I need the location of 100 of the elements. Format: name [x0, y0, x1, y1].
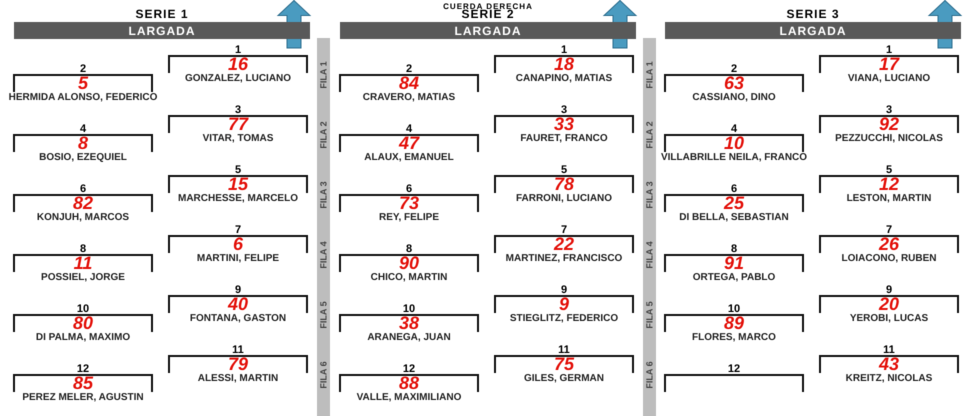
bar-title: LARGADA — [128, 24, 196, 38]
car-number: 17 — [878, 56, 900, 73]
position-number: 2 — [80, 63, 86, 75]
driver-name: KONJUH, MARCOS — [36, 212, 130, 224]
position-number: 1 — [886, 44, 892, 56]
driver-name: DI BELLA, SEBASTIAN — [679, 212, 789, 224]
car-number: 33 — [554, 116, 574, 133]
car-number: 38 — [398, 315, 420, 332]
car-number: 11 — [74, 255, 92, 272]
driver-name: YEROBI, LUCAS — [850, 313, 928, 325]
position-number: 10 — [728, 303, 740, 315]
driver-name: POSSIEL, JORGE — [41, 272, 125, 284]
row-label: FILA 1 — [644, 60, 656, 91]
position-number: 7 — [560, 224, 568, 236]
car-number: 88 — [398, 375, 420, 392]
car-number: 25 — [724, 195, 744, 212]
car-number: 92 — [878, 116, 900, 133]
position-number: 5 — [234, 164, 242, 176]
driver-name: GONZALEZ, LUCIANO — [184, 73, 292, 85]
position-number: 6 — [80, 183, 86, 195]
row-label: FILA 2 — [644, 120, 656, 151]
driver-name: VILLABRILLE NEILA, FRANCO — [660, 152, 808, 164]
car-number: 12 — [878, 176, 900, 193]
position-number: 7 — [234, 224, 242, 236]
car-number: 91 — [724, 255, 744, 272]
driver-name: FARRONI, LUCIANO — [516, 193, 612, 205]
row-label: FILA 3 — [644, 180, 656, 211]
position-number: 4 — [80, 123, 86, 135]
driver-name: VITAR, TOMAS — [202, 133, 274, 145]
car-number: 20 — [878, 296, 900, 313]
series-title: SERIE 3 — [786, 7, 840, 21]
car-number: 75 — [554, 356, 574, 373]
driver-name: REY, FELIPE — [378, 212, 439, 224]
driver-name: MARTINEZ, FRANCISCO — [506, 253, 622, 265]
row-label: FILA 4 — [318, 240, 330, 271]
position-number: 8 — [80, 243, 86, 255]
car-number: 63 — [724, 75, 744, 92]
position-number: 9 — [234, 284, 242, 296]
car-number: 5 — [78, 75, 88, 92]
car-number: 16 — [228, 56, 248, 73]
car-number: 89 — [724, 315, 744, 332]
driver-name: CANAPINO, MATIAS — [516, 73, 612, 85]
driver-name: ARANEGA, JUAN — [367, 332, 451, 344]
car-number: 77 — [228, 116, 248, 133]
row-label: FILA 1 — [318, 60, 330, 91]
car-number: 84 — [398, 75, 420, 92]
car-number: 40 — [228, 296, 248, 313]
car-number: 73 — [398, 195, 420, 212]
driver-name: DI PALMA, MAXIMO — [36, 332, 130, 344]
driver-name: STIEGLITZ, FEDERICO — [510, 313, 618, 325]
driver-name: PEREZ MELER, AGUSTIN — [22, 392, 144, 404]
row-label: FILA 6 — [644, 360, 656, 391]
position-number: 9 — [886, 284, 892, 296]
car-number: 8 — [78, 135, 88, 152]
driver-name: VIANA, LUCIANO — [848, 73, 930, 85]
car-number: 47 — [398, 135, 420, 152]
driver-name: CRAVERO, MATIAS — [362, 92, 456, 104]
header-bar — [14, 22, 310, 39]
position-number: 9 — [560, 284, 568, 296]
position-number: 8 — [406, 243, 412, 255]
position-number: 12 — [728, 363, 740, 375]
driver-name: FONTANA, GASTON — [190, 313, 286, 325]
position-number: 11 — [558, 344, 570, 356]
header-bar — [340, 22, 636, 39]
position-number: 3 — [886, 104, 892, 116]
position-number: 10 — [402, 303, 416, 315]
driver-name: CASSIANO, DINO — [692, 92, 776, 104]
position-number: 5 — [886, 164, 892, 176]
driver-name: HERMIDA ALONSO, FEDERICO — [8, 92, 158, 104]
note-text: CUERDA DERECHA — [443, 2, 533, 11]
position-number: 1 — [234, 44, 242, 56]
driver-name: KREITZ, NICOLAS — [846, 373, 932, 385]
driver-name: GILES, GERMAN — [524, 373, 604, 385]
header-bar — [665, 22, 961, 39]
driver-name: LESTON, MARTIN — [846, 193, 932, 205]
position-number: 3 — [560, 104, 568, 116]
position-number: 6 — [730, 183, 738, 195]
car-number: 10 — [724, 135, 744, 152]
driver-name: VALLE, MAXIMILIANO — [356, 392, 462, 404]
car-number: 9 — [558, 296, 569, 313]
driver-name: PEZZUCCHI, NICOLAS — [835, 133, 943, 145]
car-number: 18 — [554, 56, 574, 73]
position-number: 12 — [76, 363, 90, 375]
position-number: 10 — [76, 303, 90, 315]
position-number: 1 — [560, 44, 568, 56]
driver-name: CHICO, MARTIN — [370, 272, 448, 284]
row-strip — [643, 38, 656, 416]
row-strip — [317, 38, 330, 416]
position-number: 2 — [406, 63, 412, 75]
position-number: 6 — [406, 183, 412, 195]
series-title: SERIE 1 — [135, 7, 189, 21]
car-number: 26 — [878, 236, 900, 253]
position-number: 2 — [730, 63, 738, 75]
row-label: FILA 3 — [318, 180, 330, 211]
position-number: 4 — [730, 123, 738, 135]
car-number: 90 — [398, 255, 420, 272]
row-label: FILA 2 — [318, 120, 330, 151]
position-number: 12 — [402, 363, 416, 375]
driver-name: BOSIO, EZEQUIEL — [39, 152, 127, 164]
car-number: 22 — [554, 236, 574, 253]
